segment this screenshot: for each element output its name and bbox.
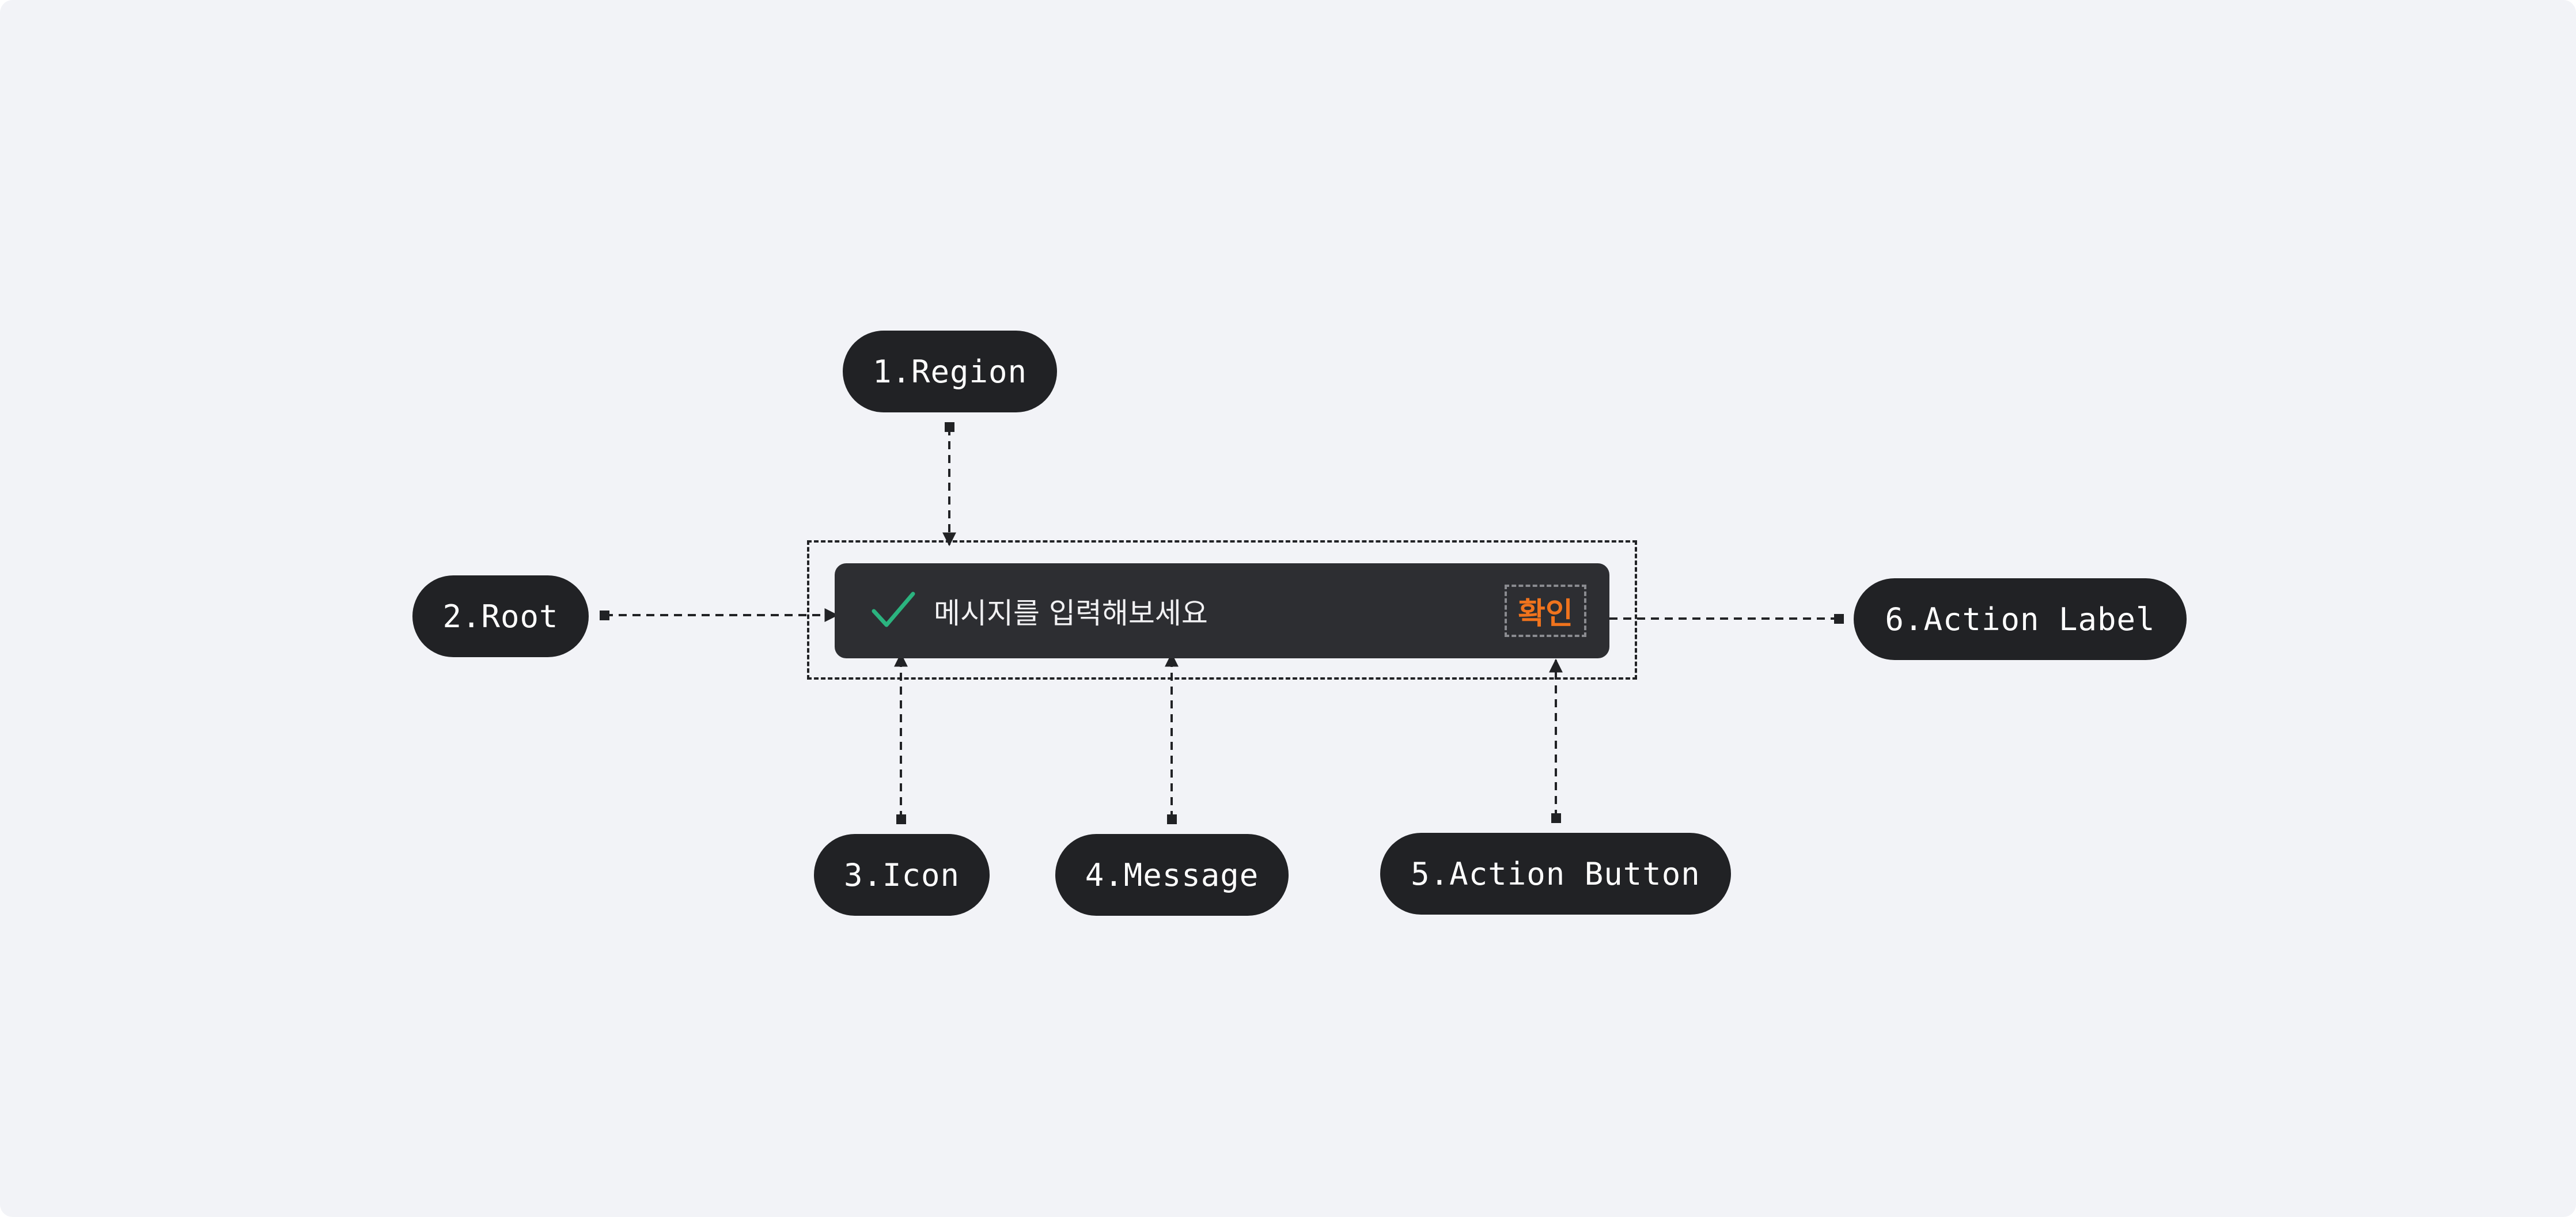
region-anchor [945, 422, 954, 432]
action-button[interactable]: 확인 [1505, 585, 1586, 637]
message-anchor [1167, 814, 1177, 824]
label-region: 1.Region [843, 331, 1057, 412]
toast-root: 메시지를 입력해보세요 확인 [835, 563, 1609, 658]
label-action-label: 6.Action Label [1854, 578, 2187, 660]
region-outline [807, 540, 1637, 680]
action-label: 확인 [1518, 597, 1573, 631]
label-root: 2.Root [412, 575, 589, 657]
icon-anchor [896, 814, 906, 824]
toast-message: 메시지를 입력해보세요 [934, 596, 1208, 630]
action-button-anchor [1551, 813, 1561, 823]
action-label-anchor [1834, 614, 1844, 624]
checkmark-icon [872, 592, 915, 627]
label-action-button: 5.Action Button [1380, 833, 1731, 915]
label-message: 4.Message [1055, 834, 1289, 916]
label-icon: 3.Icon [814, 834, 990, 916]
root-anchor [600, 611, 609, 620]
